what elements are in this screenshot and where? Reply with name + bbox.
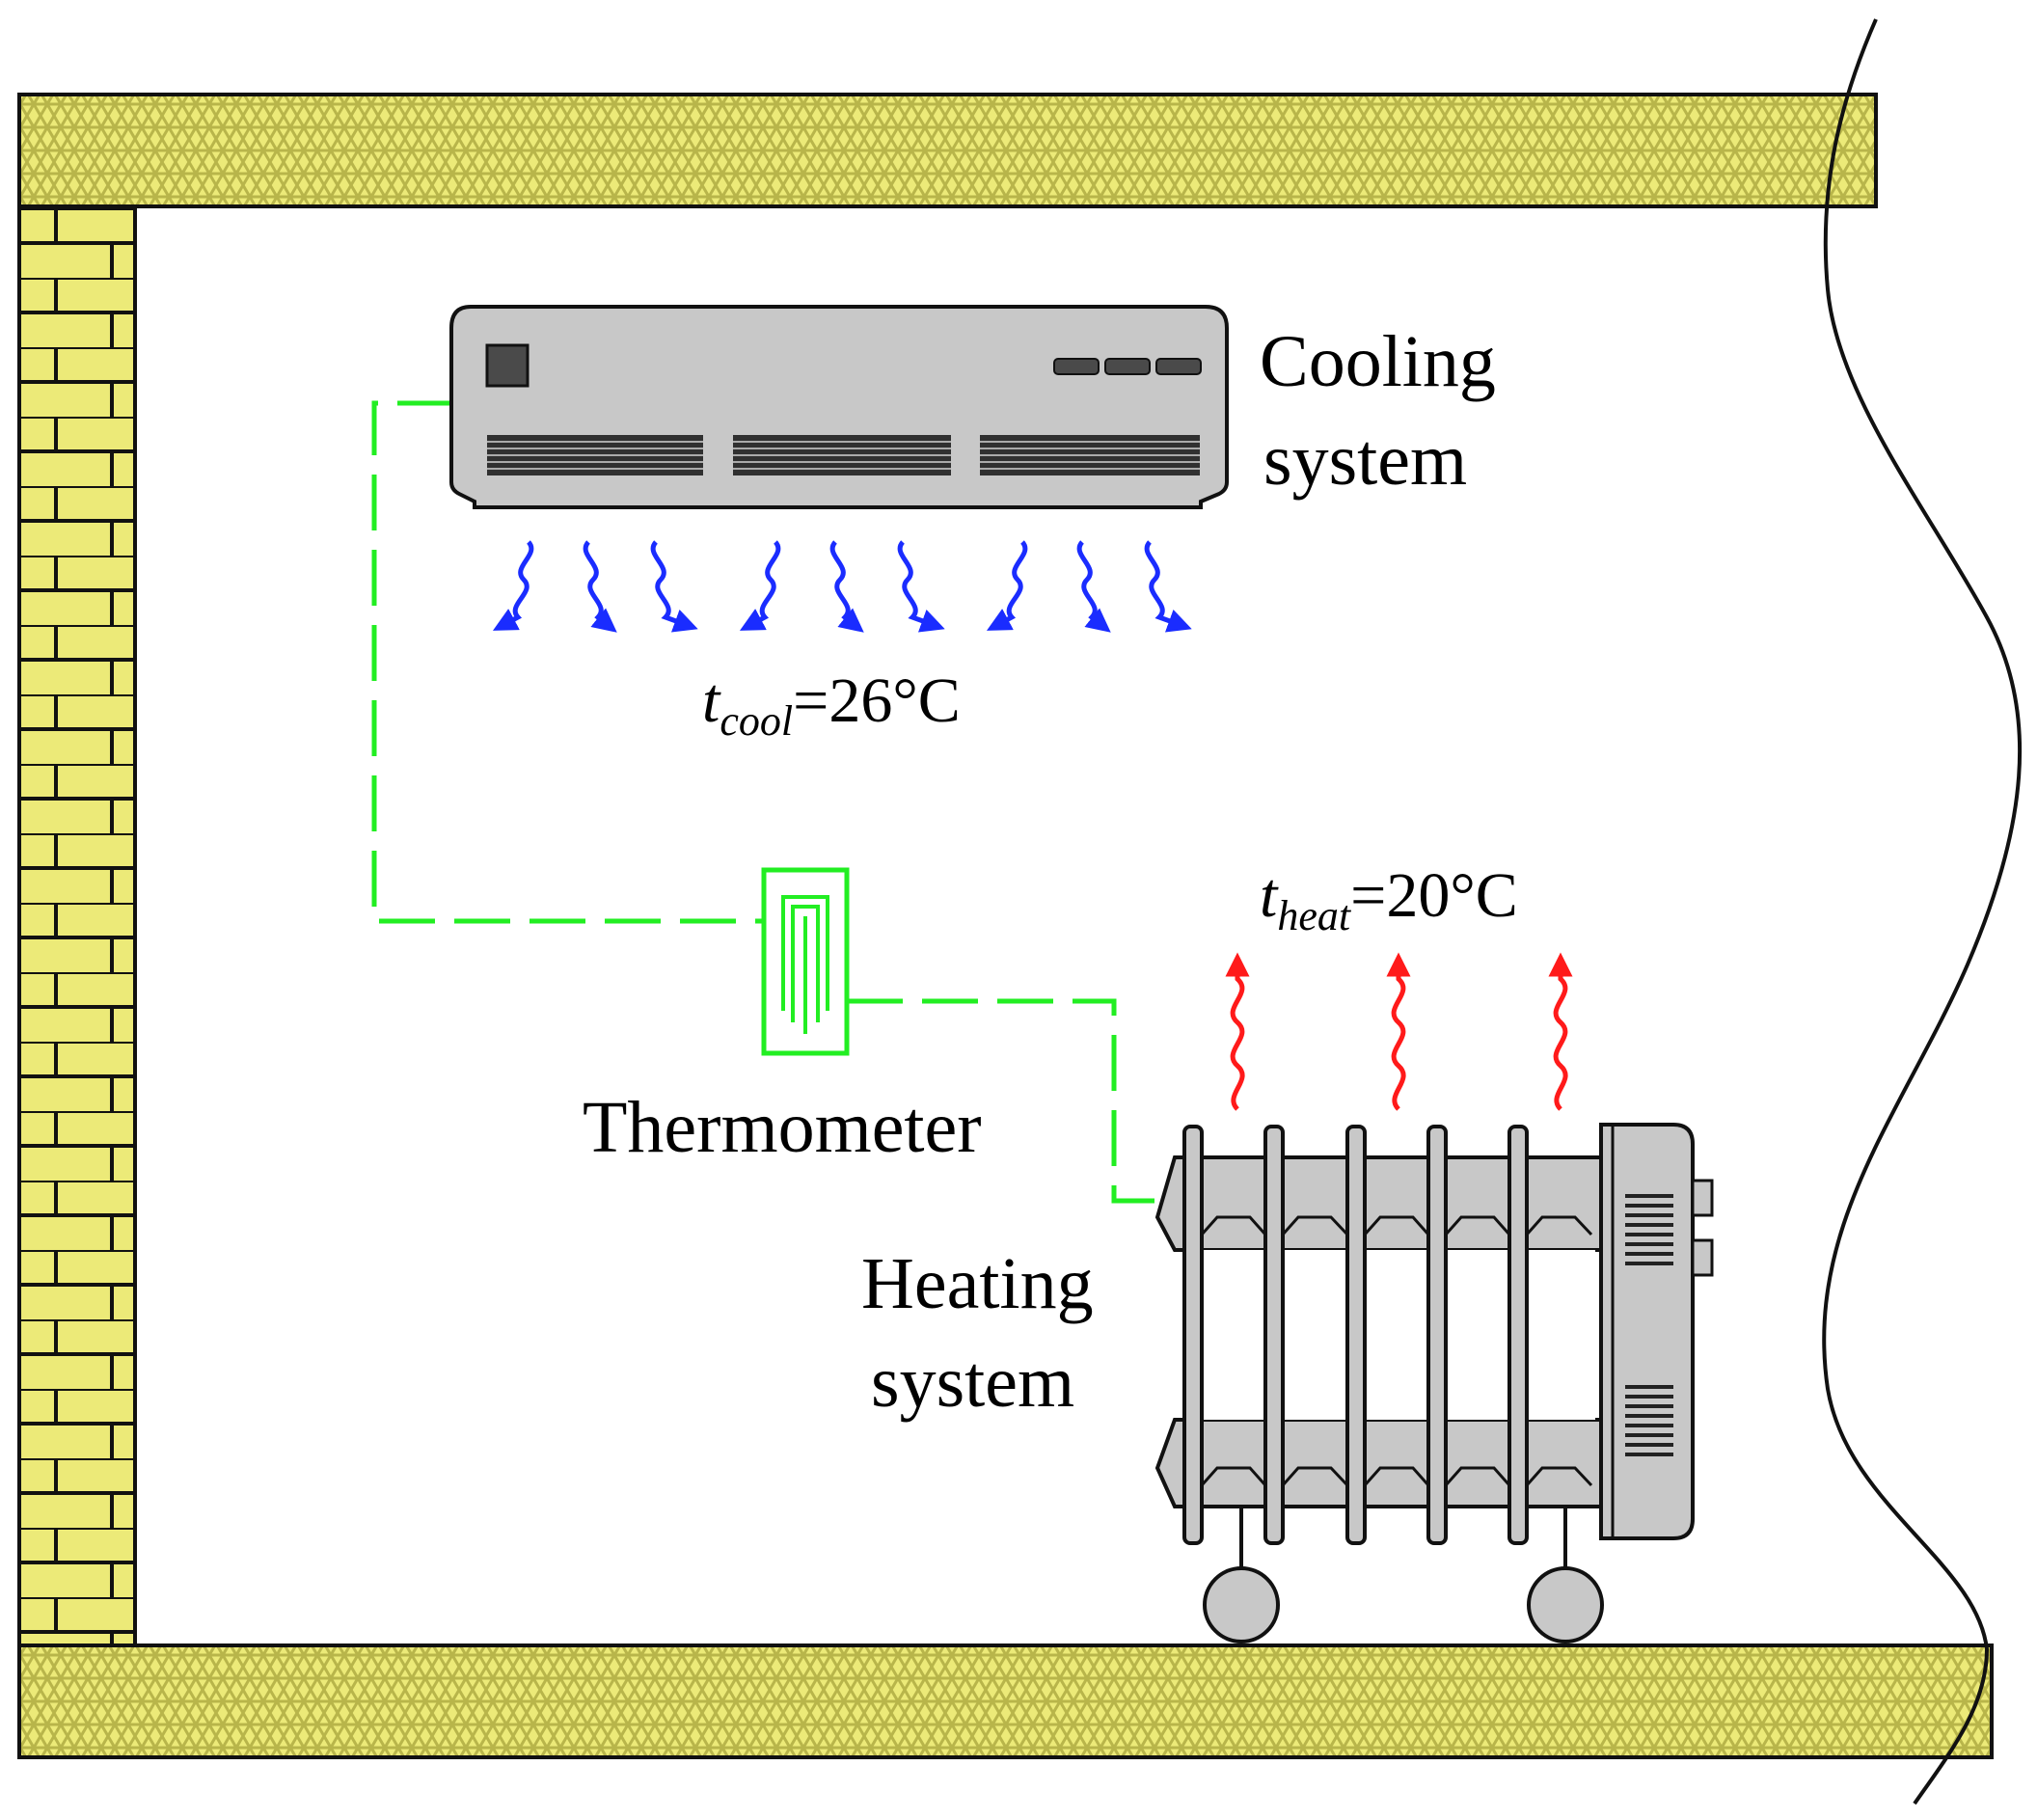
- cold-air-wave-icon: [1076, 540, 1111, 633]
- warm-air-arrow-icon: [1225, 952, 1250, 1111]
- ac-vent-middle: [733, 435, 951, 475]
- heating-system-label-line1: Heating: [861, 1243, 1094, 1324]
- heating-temp-symbol: t: [1260, 860, 1279, 931]
- ceiling-wall: [17, 93, 1878, 208]
- warm-air-arrows: [1225, 952, 1573, 1111]
- sensor-wire-to-cooler: [371, 400, 762, 924]
- ac-vent-right: [980, 435, 1200, 475]
- cold-air-wave-icon: [739, 540, 781, 631]
- heating-temp-subscript: heat: [1277, 892, 1352, 939]
- cooling-system-label-line1: Cooling: [1260, 321, 1496, 402]
- thermometer-icon: [761, 867, 850, 1056]
- radiator-control-box: [1599, 1123, 1714, 1540]
- cooling-system-label-line2: system: [1263, 420, 1467, 501]
- radiator-wheels: [1203, 1507, 1604, 1643]
- cold-air-wave-icon: [897, 540, 945, 633]
- air-conditioner-icon: [449, 305, 1229, 509]
- cold-air-wave-icon: [986, 540, 1028, 631]
- left-brick-wall: [17, 204, 137, 1647]
- radiator-fins: [1182, 1125, 1529, 1545]
- cooling-temp-symbol: t: [702, 666, 721, 736]
- cooling-temp-subscript: cool: [720, 697, 793, 745]
- cold-air-wave-icon: [1144, 540, 1192, 633]
- heating-temp-value: =20°C: [1350, 860, 1518, 931]
- cold-air-wave-icon: [829, 540, 864, 633]
- oil-radiator-heater-icon: [1154, 1123, 1714, 1643]
- ac-vent-left: [487, 435, 703, 475]
- sensor-wire-to-heater: [847, 998, 1162, 1204]
- warm-air-arrow-icon: [1386, 952, 1411, 1111]
- break-line: [1822, 18, 2023, 1806]
- cooling-temp-value: =26°C: [793, 666, 961, 736]
- cold-air-wave-icon: [583, 540, 617, 633]
- heating-system-label-line2: system: [871, 1342, 1074, 1423]
- floor-wall: [17, 1643, 1994, 1759]
- cold-air-waves: [492, 540, 1192, 633]
- cooling-temperature: tcool=26°C: [702, 666, 961, 745]
- cold-air-wave-icon: [492, 540, 534, 631]
- thermometer-label: Thermometer: [583, 1087, 982, 1168]
- warm-air-arrow-icon: [1548, 952, 1573, 1111]
- heating-temperature: theat=20°C: [1260, 860, 1518, 939]
- cold-air-wave-icon: [650, 540, 698, 633]
